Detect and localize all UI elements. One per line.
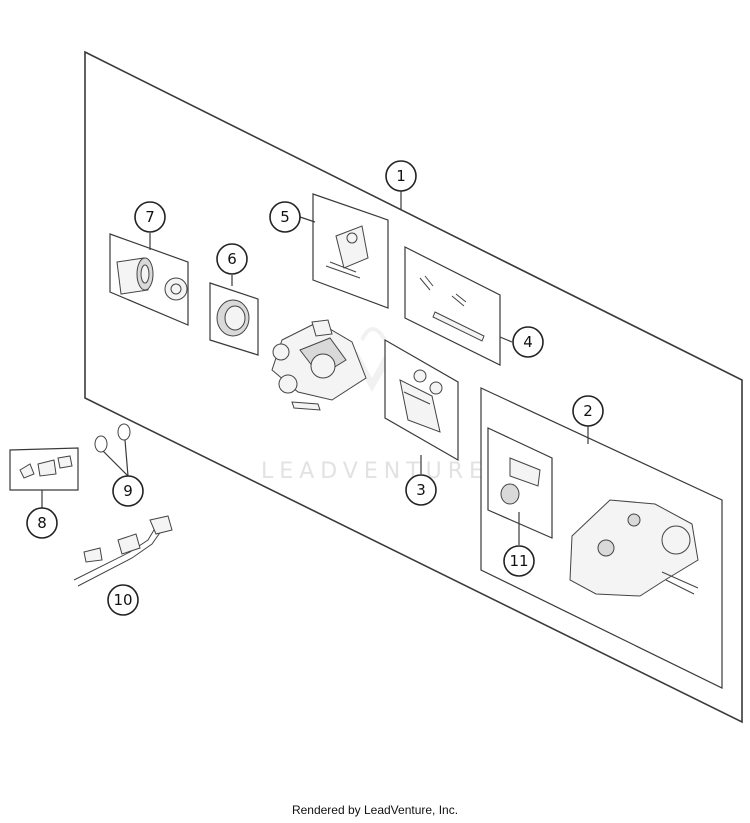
callout-8-label: 8 [37,514,47,532]
subpanel-4 [404,246,501,366]
seal-ring-part [216,299,250,337]
guide-pin-part [500,457,541,505]
callout-2: 2 [572,395,604,427]
callout-5-label: 5 [280,208,290,226]
caliper-body-part [271,319,367,411]
callout-11: 11 [503,545,535,577]
callout-4-label: 4 [523,333,533,351]
callout-7: 7 [134,201,166,233]
callout-9: 9 [112,475,144,507]
caliper-bracket-part [569,499,699,597]
callout-2-label: 2 [583,402,593,420]
watermark-text: LEADVENTURE [261,459,489,484]
piston-part [116,257,188,301]
watermark-logo [350,327,395,392]
callout-5: 5 [269,201,301,233]
brake-pad-part [399,369,443,433]
callout-10-label: 10 [113,591,132,609]
bleeder-valve-part [19,455,73,479]
callout-3: 3 [405,474,437,506]
callout-8: 8 [26,507,58,539]
seal-rings-part [94,423,131,453]
callout-1-label: 1 [396,167,406,185]
footer-credit: Rendered by LeadVenture, Inc. [291,803,459,817]
callout-9-label: 9 [123,482,133,500]
brake-line-part [73,515,173,587]
subpanel-11 [487,427,553,539]
leader-lines [41,191,589,545]
callout-1: 1 [385,160,417,192]
parts-diagram: LEADVENTURE [9,50,743,724]
pad-spring-part [325,225,369,279]
callout-11-label: 11 [509,552,528,570]
callout-6-label: 6 [227,250,237,268]
callout-10: 10 [107,584,139,616]
callout-7-label: 7 [145,208,155,226]
main-assembly-panel [84,50,743,724]
callout-3-label: 3 [416,481,426,499]
callout-4: 4 [512,326,544,358]
callout-6: 6 [216,243,248,275]
bolt-pin-part [419,275,485,342]
